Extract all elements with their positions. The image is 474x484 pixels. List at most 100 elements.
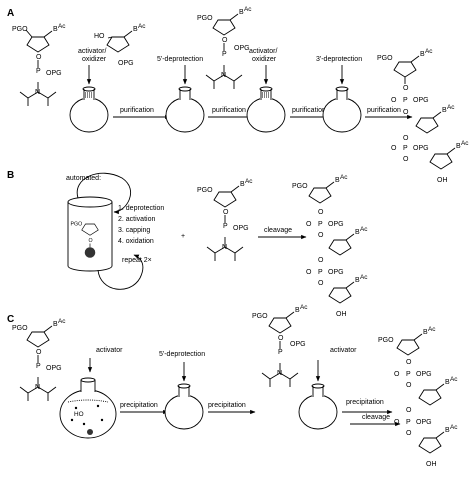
svg-text:OPG: OPG <box>46 365 62 372</box>
panel-b-label: B <box>7 170 14 181</box>
svg-text:O: O <box>318 280 324 287</box>
svg-text:O: O <box>403 109 409 116</box>
svg-text:B: B <box>335 177 340 184</box>
step-label: purification <box>120 107 154 114</box>
svg-text:O: O <box>89 238 93 244</box>
svg-text:P: P <box>223 223 228 230</box>
svg-text:Ac: Ac <box>360 226 368 233</box>
svg-text:O: O <box>318 257 324 264</box>
svg-text:N: N <box>35 384 40 391</box>
svg-text:O: O <box>403 156 409 163</box>
svg-text:O: O <box>318 232 324 239</box>
reagent-label: activator/ <box>78 48 106 55</box>
svg-text:O: O <box>318 209 324 216</box>
cycle-arrow <box>97 254 144 290</box>
svg-text:PGO: PGO <box>71 222 83 228</box>
svg-text:PGO: PGO <box>252 313 268 320</box>
svg-text:P: P <box>406 419 411 426</box>
svg-text:B: B <box>445 379 450 386</box>
reagent-label: activator <box>96 347 123 354</box>
svg-text:N: N <box>222 244 227 251</box>
svg-text:O: O <box>406 382 412 389</box>
reagent-label: activator <box>330 347 357 354</box>
svg-text:P: P <box>403 97 408 104</box>
cycle-step: 2. activation <box>118 216 155 223</box>
svg-text:O: O <box>223 209 229 216</box>
svg-text:O: O <box>394 371 400 378</box>
svg-text:Ac: Ac <box>447 104 455 111</box>
svg-text:oxidizer: oxidizer <box>82 56 107 63</box>
svg-text:PGO: PGO <box>197 187 213 194</box>
automated-label: automated: <box>66 175 101 182</box>
svg-text:OPG: OPG <box>46 70 62 77</box>
product-trimer-c: PGO B Ac O O P OPG O B Ac O O P OPG O B … <box>378 326 458 468</box>
svg-text:B: B <box>53 26 58 33</box>
svg-text:B: B <box>355 229 360 236</box>
svg-text:Ac: Ac <box>461 140 469 147</box>
step-label: purification <box>367 107 401 114</box>
svg-text:Ac: Ac <box>360 274 368 281</box>
svg-text:PGO: PGO <box>377 55 393 62</box>
reaction-flask <box>69 86 109 133</box>
reagent-label: 5'-deprotection <box>159 351 205 358</box>
svg-text:PGO: PGO <box>12 26 28 33</box>
svg-text:OPG: OPG <box>290 341 306 348</box>
svg-text:Ac: Ac <box>340 174 348 181</box>
svg-text:O: O <box>278 335 284 342</box>
svg-text:B: B <box>456 143 461 150</box>
svg-text:P: P <box>318 221 323 228</box>
svg-text:N: N <box>35 89 40 96</box>
svg-text:PGO: PGO <box>378 337 394 344</box>
svg-text:O: O <box>403 85 409 92</box>
svg-text:B: B <box>423 329 428 336</box>
amidite-molecule-c1: PGO B Ac O P OPG N <box>12 318 66 402</box>
svg-text:HO: HO <box>94 33 105 40</box>
svg-text:OPG: OPG <box>328 269 344 276</box>
svg-text:OPG: OPG <box>234 45 250 52</box>
svg-text:B: B <box>445 427 450 434</box>
reaction-flask <box>164 383 204 430</box>
svg-text:O: O <box>403 135 409 142</box>
product-trimer-b: PGO B Ac O O P OPG O B Ac O O P OPG O B … <box>292 174 368 318</box>
svg-text:OPG: OPG <box>416 419 432 426</box>
svg-text:B: B <box>420 51 425 58</box>
reagent-label: 3'-deprotection <box>316 56 362 63</box>
panel-a-label: A <box>7 8 14 19</box>
svg-text:P: P <box>406 371 411 378</box>
panel-a: A PGO B Ac O P OPG N HO B Ac OPG activat… <box>7 6 469 184</box>
nucleoside-a: HO B Ac OPG <box>94 23 146 67</box>
step-label: purification <box>292 107 326 114</box>
synthesizer-column <box>67 196 113 272</box>
svg-text:OH: OH <box>336 311 347 318</box>
panel-c: C PGO B Ac O P OPG N activator <box>7 304 458 468</box>
resin-bound-nucleoside: PGO O <box>71 222 99 258</box>
svg-text:N: N <box>221 72 226 79</box>
svg-text:PGO: PGO <box>12 325 28 332</box>
svg-text:Ac: Ac <box>300 304 308 311</box>
svg-text:Ac: Ac <box>425 48 433 55</box>
cleavage-label: cleavage <box>264 227 292 234</box>
panel-c-label: C <box>7 314 14 325</box>
svg-text:P: P <box>318 269 323 276</box>
svg-text:O: O <box>222 37 228 44</box>
plus-sign: + <box>181 233 185 240</box>
step-label: precipitation <box>208 402 246 409</box>
svg-text:PGO: PGO <box>292 183 308 190</box>
svg-text:Ac: Ac <box>244 6 252 13</box>
svg-text:OPG: OPG <box>233 225 249 232</box>
svg-text:B: B <box>133 26 138 33</box>
reagent-label: activator/ <box>249 48 277 55</box>
cycle-arrow <box>76 172 131 215</box>
reaction-flask-beads: HO <box>59 377 117 439</box>
svg-text:O: O <box>36 349 42 356</box>
svg-text:O: O <box>306 269 312 276</box>
step-label: precipitation <box>346 399 384 406</box>
svg-text:OPG: OPG <box>118 60 134 67</box>
reaction-flask <box>298 383 338 430</box>
product-trimer-a: PGO B Ac O O P OPG O B Ac O O P OPG O B <box>377 48 469 184</box>
svg-text:OPG: OPG <box>413 145 429 152</box>
svg-text:B: B <box>239 9 244 16</box>
svg-text:OH: OH <box>437 177 448 184</box>
panel-b: B automated: PGO O 1. deprotection 2. ac… <box>7 170 368 318</box>
